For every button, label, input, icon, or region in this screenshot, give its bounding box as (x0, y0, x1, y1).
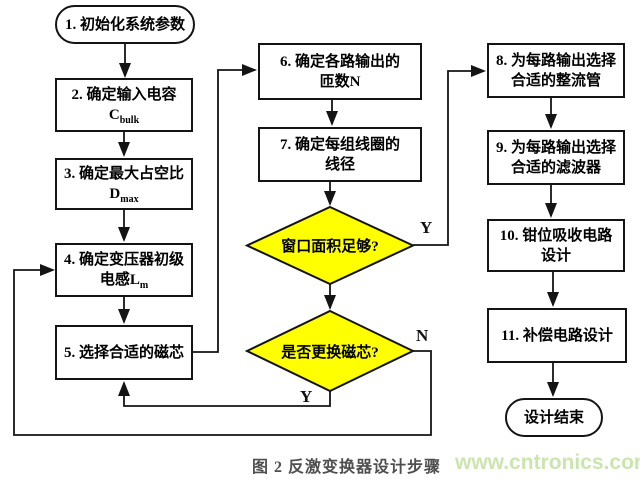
node-step5-label: 5. 选择合适的磁芯 (63, 344, 184, 361)
node-step4-line2: 电感Lm (99, 271, 149, 291)
node-step4-line1: 4. 确定变压器初级 (63, 251, 184, 268)
connector-decision-core-no-to-step4 (13, 264, 432, 436)
watermark: www.cntronics.com (455, 451, 640, 474)
node-step2-formula: Cbulk (108, 106, 140, 126)
connector-step5-to-step6 (193, 64, 257, 353)
node-step5: 5. 选择合适的磁芯 (55, 325, 193, 380)
node-step11-label: 11. 补偿电路设计 (501, 327, 613, 344)
node-step10-line2: 设计 (540, 247, 571, 264)
edge-label-core-yes: Y (300, 387, 313, 406)
figure-caption: 图 2 反激变换器设计步骤 (252, 459, 442, 476)
decision-window-label: 窗口面积足够? (281, 238, 379, 255)
node-step10-line1: 10. 钳位吸收电路 (499, 227, 613, 244)
node-step6-line2: 匝数N (319, 73, 361, 90)
node-step10: 10. 钳位吸收电路 设计 (487, 219, 625, 272)
node-step3: 3. 确定最大占空比 Dmax (55, 158, 193, 210)
node-start: 1. 初始化系统参数 (55, 5, 195, 44)
decision-core-label: 是否更换磁芯? (281, 344, 379, 361)
decision-window-shape (244, 205, 416, 286)
node-step4: 4. 确定变压器初级 电感Lm (55, 243, 193, 297)
connector-decision-core-yes-to-step5 (118, 381, 331, 407)
node-step8-line2: 合适的整流管 (510, 72, 601, 89)
node-step2-line1: 2. 确定输入电容 (71, 86, 177, 103)
node-step8: 8. 为每路输出选择 合适的整流管 (487, 43, 625, 98)
edge-label-window-yes: Y (420, 218, 433, 237)
node-step8-line1: 8. 为每路输出选择 (495, 52, 616, 69)
node-step7-line1: 7. 确定每组线圈的 (279, 136, 400, 153)
node-step6: 6. 确定各路输出的 匝数N (258, 43, 422, 100)
node-start-label: 1. 初始化系统参数 (64, 16, 185, 33)
node-end: 设计结束 (505, 398, 603, 437)
connector-decision-window-yes-to-step8 (413, 65, 486, 246)
node-step6-line1: 6. 确定各路输出的 (279, 53, 400, 70)
node-step9-line2: 合适的滤波器 (510, 159, 601, 176)
node-step11: 11. 补偿电路设计 (487, 308, 627, 363)
node-step7: 7. 确定每组线圈的 线径 (258, 127, 422, 182)
decision-core-shape (244, 309, 416, 393)
node-step9-line1: 9. 为每路输出选择 (495, 139, 616, 156)
node-step3-line1: 3. 确定最大占空比 (63, 165, 184, 182)
node-end-label: 设计结束 (523, 409, 584, 426)
node-step3-formula: Dmax (109, 185, 139, 205)
edge-label-core-no: N (416, 326, 429, 345)
node-step7-line2: 线径 (324, 156, 355, 173)
node-step9: 9. 为每路输出选择 合适的滤波器 (487, 130, 625, 185)
node-step2: 2. 确定输入电容 Cbulk (55, 78, 193, 132)
